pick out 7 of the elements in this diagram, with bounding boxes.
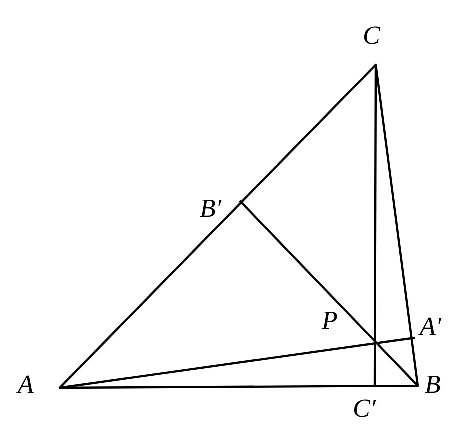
point-label: B′: [200, 196, 222, 222]
point-label: C: [363, 23, 380, 49]
point-label: B: [425, 372, 441, 398]
point-label: A′: [420, 314, 442, 340]
point-label: C′: [353, 396, 376, 422]
point-label: A: [18, 372, 34, 398]
point-label: P: [322, 308, 338, 334]
